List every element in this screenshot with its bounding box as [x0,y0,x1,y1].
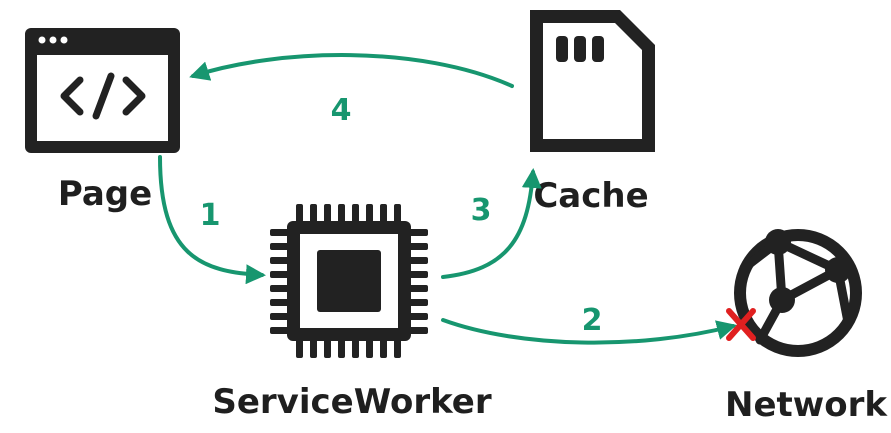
arrow-page-to-serviceworker [158,155,266,285]
edge-label-4: 4 [331,93,352,128]
arrow-serviceworker-to-cache [441,168,542,279]
error-x-icon [726,308,756,341]
cache-label: Cache [533,176,648,216]
code-window-icon [25,28,180,153]
arrow-cache-to-page [189,53,514,88]
globe-network-icon [734,229,862,357]
edge-label-3: 3 [471,193,492,228]
network-label: Network [725,385,888,425]
edge-label-2: 2 [582,303,603,338]
arrow-serviceworker-to-network [441,318,737,345]
sd-card-icon [530,10,655,152]
service-worker-label: ServiceWorker [212,382,492,422]
page-label: Page [58,174,152,214]
edge-label-1: 1 [200,198,221,233]
chip-icon [270,204,428,358]
